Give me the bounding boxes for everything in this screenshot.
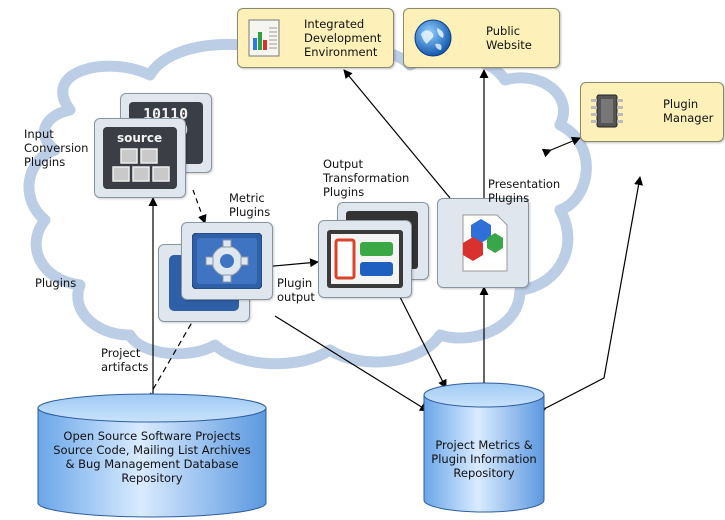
project-artifacts-label: Project artifacts	[101, 346, 149, 374]
input-conversion-label: Input Conversion Plugins	[24, 127, 89, 169]
source-cubes-icon	[103, 127, 177, 189]
output-transformation-label: Output Transformation Plugins	[323, 157, 410, 199]
edge-metrics-repo-plugin-manager	[536, 176, 644, 416]
edge-presentation-to-ide	[343, 69, 451, 199]
shapes-document-icon	[462, 214, 508, 272]
oss-repository-label: Open Source Software Projects Source Cod…	[53, 429, 251, 485]
chart-document-icon	[248, 19, 280, 57]
edges	[147, 69, 644, 416]
edge-presentation-plugin-manager	[541, 136, 581, 158]
presentation-plugins-label: Presentation Plugins	[488, 177, 561, 205]
metric-plugin-tile	[181, 222, 273, 300]
plugin-manager-box: Plugin Manager	[580, 82, 724, 142]
website-box: Public Website	[403, 8, 560, 68]
ide-box: Integrated Development Environment	[237, 8, 394, 68]
gear-screen-icon	[192, 233, 262, 289]
output-plugin-tile	[318, 220, 412, 298]
edge-output-to-metrics-repo	[399, 296, 447, 389]
metrics-repository-label: Project Metrics & Plugin Information Rep…	[431, 438, 537, 480]
globe-icon	[414, 19, 452, 57]
edge-input-to-metric	[192, 189, 207, 224]
edge-metric-to-metrics-repo	[274, 315, 429, 412]
plugins-group-label: Plugins	[35, 276, 77, 290]
source-plugin-tile: source	[94, 118, 186, 198]
presentation-plugin-tile	[437, 198, 529, 288]
oss-repository-cylinder	[37, 393, 267, 518]
ide-label: Integrated Development Environment	[304, 17, 382, 59]
plugin-manager-label: Plugin Manager	[663, 97, 714, 125]
metrics-repository-cylinder	[423, 382, 545, 513]
chip-icon	[591, 94, 623, 128]
plugin-output-label: Plugin output	[277, 276, 315, 304]
metric-plugins-label: Metric Plugins	[229, 191, 271, 219]
edge-oss-to-metric	[147, 311, 199, 399]
layout-window-icon	[327, 230, 403, 288]
website-label: Public Website	[486, 24, 532, 52]
source-icon-text: source	[117, 131, 163, 145]
